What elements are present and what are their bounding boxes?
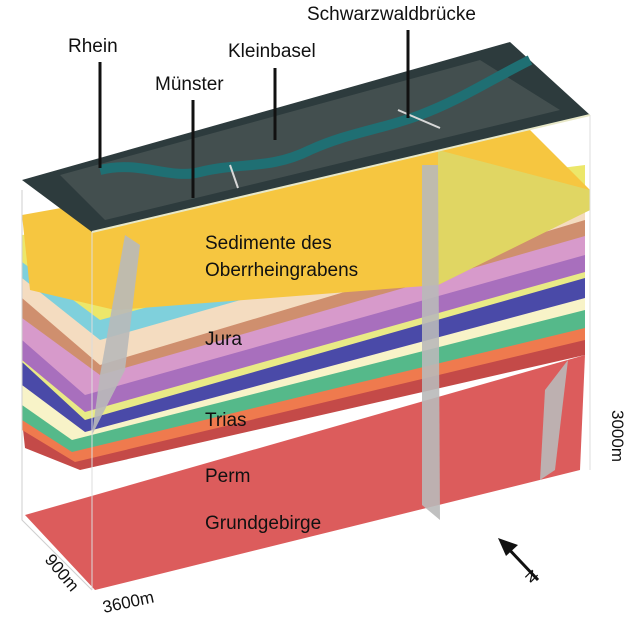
- label-trias: Trias: [205, 410, 247, 431]
- label-grundgebirge: Grundgebirge: [205, 513, 321, 534]
- river-rhein: [98, 55, 533, 179]
- box-frame-left: [21, 190, 93, 591]
- north-arrow-icon: N: [498, 538, 541, 586]
- layer-sediment-right-light: [438, 150, 590, 285]
- north-arrow-label: N: [521, 567, 541, 587]
- fault-center: [422, 165, 440, 520]
- label-depth: 3000m: [608, 410, 627, 462]
- layer-grundgebirge: [25, 355, 585, 590]
- label-schwarzwaldbruecke: Schwarzwaldbrücke: [307, 4, 476, 25]
- fault-left: [92, 235, 140, 435]
- map-light-edge: [91, 114, 591, 233]
- label-sediment-line2: Oberrheingrabens: [205, 260, 358, 281]
- bridge-center: [229, 164, 239, 189]
- label-jura: Jura: [205, 329, 242, 350]
- label-kleinbasel: Kleinbasel: [228, 41, 316, 62]
- label-sediment-line1: Sedimente des: [205, 233, 332, 254]
- label-rhein: Rhein: [68, 36, 118, 57]
- map-urban-texture: [60, 60, 560, 220]
- fault-right: [540, 360, 568, 480]
- label-muenster: Münster: [155, 74, 224, 95]
- bridge-schwarzwald: [397, 109, 441, 129]
- label-length: 3600m: [101, 588, 156, 617]
- label-perm: Perm: [205, 466, 250, 487]
